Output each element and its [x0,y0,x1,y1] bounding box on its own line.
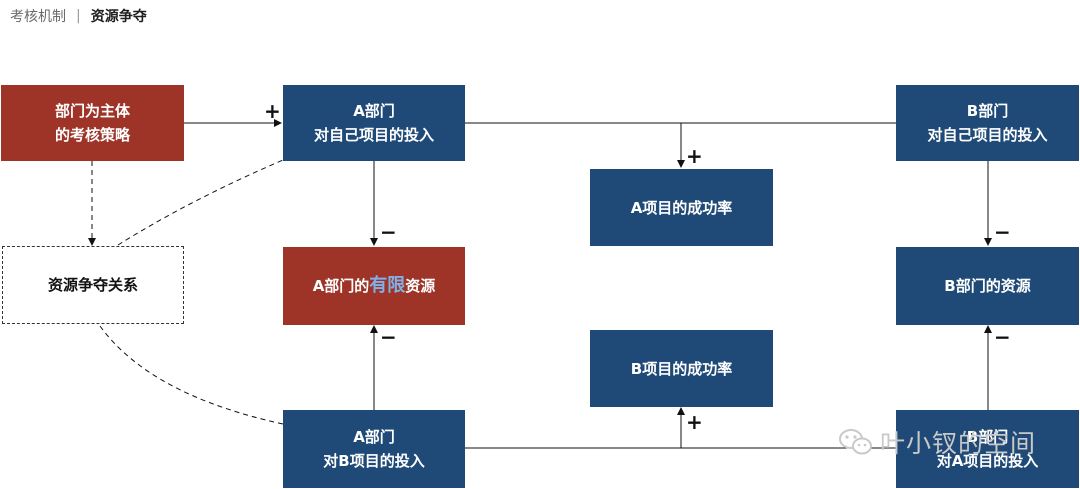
node-b-success: B项目的成功率 [590,330,773,407]
sign-to-b-success: + [686,410,703,434]
sign-a-invest-to-a-resource: − [380,220,397,244]
node-b-invest-a-line2: 对A项目的投入 [936,452,1039,470]
node-b-invest-own: B部门 对自己项目的投入 [896,85,1079,161]
sign-b-invest-to-b-resource: − [994,220,1011,244]
node-b-invest-own-line2: 对自己项目的投入 [927,126,1048,144]
node-b-invest-a: B部门 对A项目的投入 [896,410,1079,488]
node-dept-strategy-line2: 的考核策略 [54,126,130,144]
sign-b-invest-a-to-b-resource: − [994,325,1011,349]
node-a-limited-resource-prefix: A部门的 [312,277,370,295]
sign-strategy-to-a-invest: + [264,99,281,123]
wechat-icon [838,427,874,457]
node-a-invest-b: A部门 对B项目的投入 [283,410,465,488]
dashed-curve-competition-to-a-invest-b [99,325,284,425]
node-b-success-label: B项目的成功率 [630,359,733,378]
node-b-invest-own-line1: B部门 [966,102,1009,120]
node-a-limited-resource: A部门的有限资源 [283,247,465,325]
node-a-limited-resource-highlight: 有限 [369,275,406,296]
node-a-limited-resource-suffix: 资源 [405,277,436,295]
node-b-resource: B部门的资源 [896,247,1079,325]
breadcrumb-item-mechanism: 考核机制 [10,9,66,25]
breadcrumb: 考核机制 | 资源争夺 [10,5,147,27]
sign-a-invest-b-to-a-resource: − [380,325,397,349]
sign-to-a-success: + [686,144,703,168]
node-resource-competition-label: 资源争夺关系 [47,276,138,294]
node-b-invest-a-line1: B部门 [966,428,1009,446]
breadcrumb-item-resource: 资源争夺 [90,9,147,25]
node-dept-strategy-line1: 部门为主体 [54,102,130,120]
node-a-invest-own-line1: A部门 [353,102,395,120]
node-a-invest-own-line2: 对自己项目的投入 [313,126,434,144]
node-resource-competition: 资源争夺关系 [2,246,184,324]
watermark-text: 叶小钗的空间 [880,429,1037,458]
node-dept-strategy: 部门为主体 的考核策略 [1,85,184,161]
node-a-success-label: A项目的成功率 [630,198,733,217]
node-a-invest-own: A部门 对自己项目的投入 [283,85,465,161]
watermark: 叶小钗的空间 [838,424,1036,460]
node-a-invest-b-line2: 对B项目的投入 [323,452,425,470]
breadcrumb-separator: | [76,8,81,24]
dashed-curve-competition-to-a-invest [117,159,284,246]
node-a-success: A项目的成功率 [590,169,773,246]
node-b-resource-label: B部门的资源 [944,277,1031,295]
node-a-invest-b-line1: A部门 [353,428,395,446]
